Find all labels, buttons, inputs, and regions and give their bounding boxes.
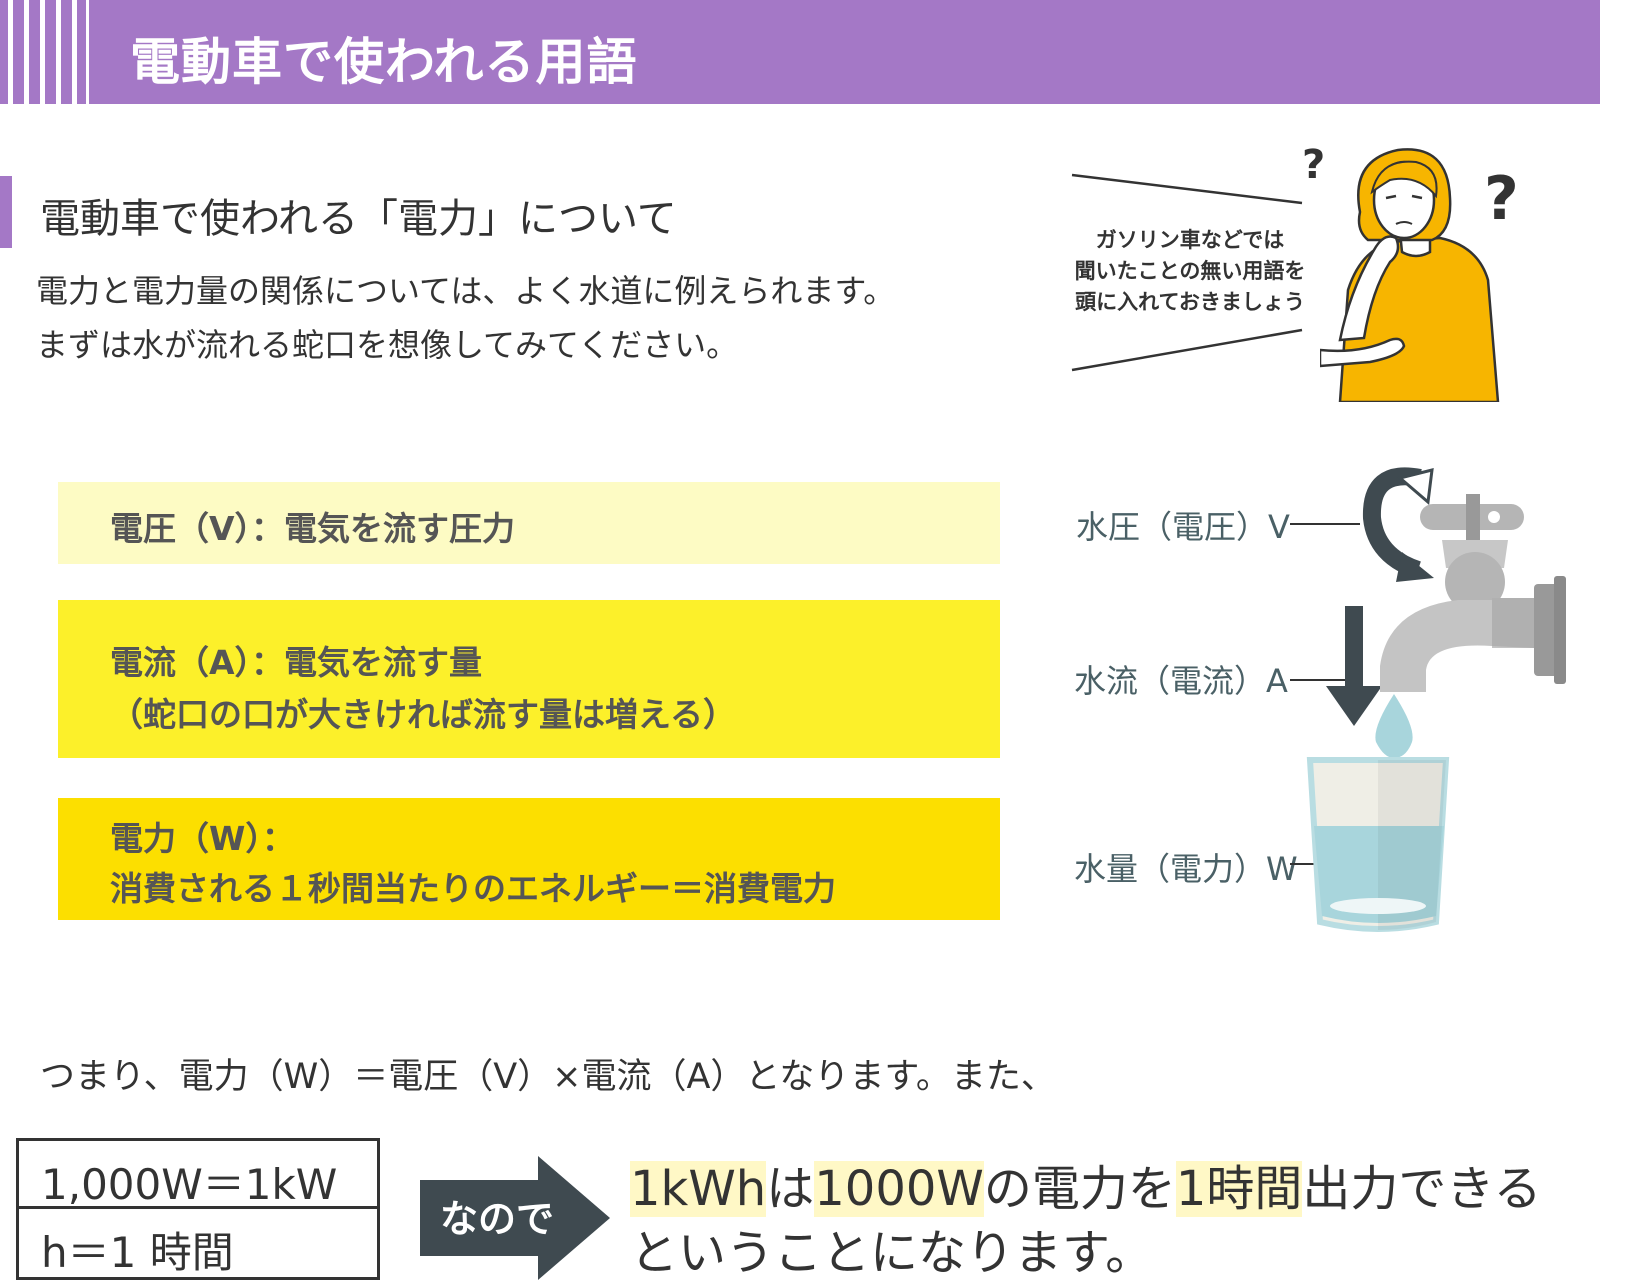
header-stripe [8,0,13,104]
definition-text: （蛇口の口が大きければ流す量は増える） [110,695,737,734]
conclusion-highlight: 1kWh [630,1161,767,1217]
header-stripe [24,0,29,104]
definition-text: 消費される１秒間当たりのエネルギー＝消費電力 [110,869,836,908]
unit-table: 1,000W＝1kW h＝1 時間 [16,1138,380,1280]
definition-power: 電力（W）： 消費される１秒間当たりのエネルギー＝消費電力 [58,798,1000,920]
section-marker [0,176,12,248]
speech-text: 聞いたことの無い用語を [1074,259,1306,283]
unit-text: h＝1 時間 [41,1228,234,1277]
definition-text: 電流（A）：電気を流す量 [110,643,483,682]
unit-row: 1,000W＝1kW [19,1141,377,1209]
faucet-illustration [1290,467,1566,932]
conclusion-text: の電力を [983,1161,1176,1217]
header-stripe [72,0,77,104]
unit-text: 1,000W＝1kW [41,1160,338,1209]
unit-row: h＝1 時間 [19,1209,377,1277]
speech-text: ガソリン車などでは [1095,228,1285,252]
arrow-label: なので [440,1197,555,1241]
header-stripe [56,0,61,104]
intro-line: まずは水が流れる蛇口を想像してみてください。 [36,326,739,364]
label-water-volume: 水量（電力）W [1074,850,1298,888]
conclusion-text: 出力できる [1302,1161,1542,1217]
label-water-flow: 水流（電流）A [1074,662,1288,700]
speech-text: 頭に入れておきましょう [1075,290,1305,314]
definition-text: 電力（W）： [110,819,295,858]
conclusion-line: 1kWhは1000Wの電力を1時間出力できる [630,1160,1541,1218]
conclusion-highlight: 1時間 [1175,1161,1303,1217]
question-mark-icon: ? [1302,142,1326,188]
page-title: 電動車で使われる用語 [130,33,638,91]
question-mark-icon: ? [1484,164,1519,234]
summary-text: つまり、電力（W）＝電圧（V）×電流（A）となります。また、 [40,1057,1056,1097]
conclusion-highlight: 1000W [814,1161,984,1217]
intro-line: 電力と電力量の関係については、よく水道に例えられます。 [36,272,896,310]
label-water-pressure: 水圧（電圧）V [1076,508,1290,546]
header-stripe [86,0,89,104]
definition-text: 電圧（V）：電気を流す圧力 [110,509,516,548]
conclusion-line: ということになります。 [630,1225,1154,1281]
speech-lines [1071,173,1303,372]
thinking-person-illustration [1320,148,1500,402]
conclusion-text: は [766,1161,815,1217]
header-stripe [40,0,45,104]
section-title: 電動車で使われる「電力」について [40,196,677,242]
right-arrow-icon [420,1156,610,1280]
definition-voltage: 電圧（V）：電気を流す圧力 [58,482,1000,564]
definition-current: 電流（A）：電気を流す量 （蛇口の口が大きければ流す量は増える） [58,600,1000,758]
header-banner [0,0,1600,104]
